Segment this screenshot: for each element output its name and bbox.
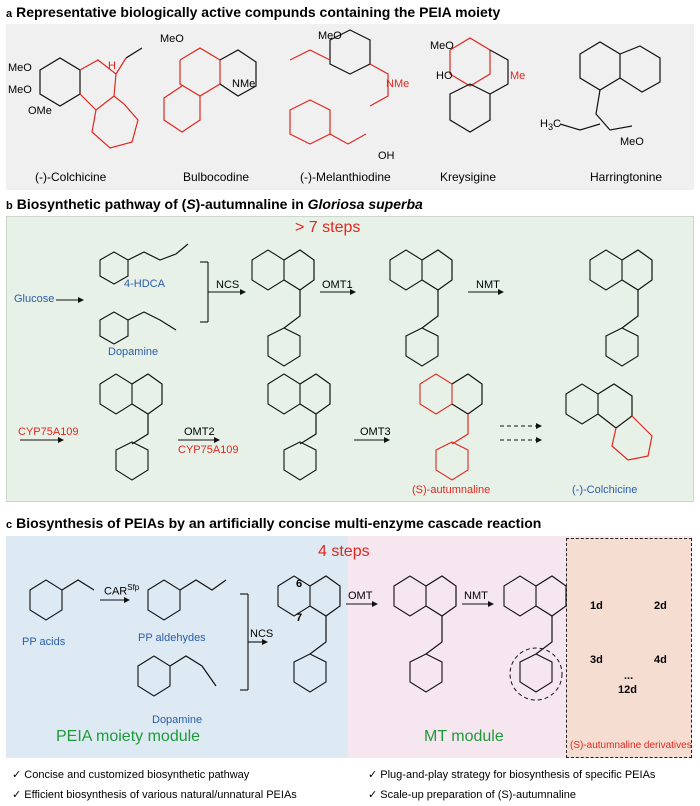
derivatives-box (566, 538, 692, 758)
h3c-label: H3C (540, 118, 561, 133)
derivative-3d: 3d (590, 654, 603, 666)
meo-label: MeO (8, 62, 32, 74)
bullet-item: ✓ Plug-and-play strategy for biosynthesi… (368, 769, 656, 781)
panel-c-nmt-product (503, 575, 567, 701)
bullet-item: ✓ Efficient biosynthesis of various natu… (12, 789, 297, 801)
position-7: 7 (296, 612, 303, 624)
derivative-12d: 12d (618, 684, 637, 696)
car-label: CARSfp (104, 583, 140, 598)
steps-count-c: 4 steps (318, 543, 370, 560)
derivatives-label: (S)-autumnaline derivatives (570, 740, 692, 751)
kreysigine-structure (449, 37, 509, 133)
nme-label: NMe (386, 78, 410, 90)
norbelladine-structure (251, 249, 315, 367)
nmt-product-structure (589, 249, 653, 367)
omt1-label: OMT1 (322, 279, 353, 291)
panel-c-omt-product (393, 575, 457, 693)
ho-label: HO (436, 70, 453, 82)
hdca-label: 4-HDCA (124, 278, 165, 290)
omt3-label: OMT3 (360, 426, 391, 438)
meo-label: MeO (8, 84, 32, 96)
meo-label: MeO (430, 40, 454, 52)
ncs-label-b: NCS (216, 279, 240, 291)
oh-label: OH (378, 150, 395, 162)
cyp-label-2: CYP75A109 (178, 444, 239, 456)
autumnaline-label: (S)-autumnaline (412, 484, 491, 496)
dopamine-label-c: Dopamine (152, 714, 203, 726)
autumnaline-structure (419, 373, 483, 481)
cyp-substrate-structure (99, 373, 163, 481)
colchicine-structure-a (39, 47, 143, 149)
position-6: 6 (296, 578, 303, 590)
meo-label: MeO (620, 136, 644, 148)
omt-label-c: OMT (348, 590, 373, 602)
bullet-item: ✓ Concise and customized biosynthetic pa… (12, 769, 250, 781)
omt2-label: OMT2 (184, 426, 215, 438)
compound-name: (-)-Melanthiodine (300, 170, 391, 184)
derivative-2d: 2d (654, 600, 667, 612)
nmt-label-b: NMT (476, 279, 500, 291)
mt-module-label: MT module (424, 728, 504, 745)
colchicine-structure-b (565, 383, 653, 461)
panel-b-box (6, 216, 694, 502)
omt2-product-structure (267, 373, 331, 481)
pp-acids-label: PP acids (22, 636, 66, 648)
pp-aldehydes-label: PP aldehydes (138, 632, 206, 644)
compound-name: Harringtonine (590, 170, 663, 184)
panel-c-ncs-product (277, 575, 341, 693)
colchicine-label-b: (-)-Colchicine (572, 484, 638, 496)
nme-label: Me (510, 70, 526, 82)
ncs-label-c: NCS (250, 628, 274, 640)
derivative-4d: 4d (654, 654, 667, 666)
panel-a-box (6, 24, 694, 190)
compound-name: (-)-Colchicine (35, 170, 107, 184)
cyp-label-1: CYP75A109 (18, 426, 79, 438)
derivative-1d: 1d (590, 600, 603, 612)
meo-label: MeO (318, 30, 342, 42)
bulbocodine-structure (163, 47, 257, 133)
peia-module-label: PEIA moiety module (56, 728, 201, 745)
omt1-product-structure (389, 249, 453, 367)
panel-c-precursor-structures (29, 579, 227, 697)
dopamine-label-b: Dopamine (108, 346, 159, 358)
nmt-label-c: NMT (464, 590, 488, 602)
ome-label: OMe (28, 105, 52, 117)
meo-label: MeO (160, 33, 184, 45)
compound-name: Bulbocodine (183, 170, 250, 184)
peia-module-box (6, 536, 348, 758)
steps-count: > 7 steps (295, 219, 361, 236)
melanthiodine-structure (289, 29, 389, 145)
bullet-item: ✓ Scale-up preparation of (S)-autumnalin… (368, 789, 576, 801)
harringtonine-structure (559, 41, 661, 131)
derivative-ellipsis: ... (624, 670, 634, 682)
glucose-label: Glucose (14, 293, 55, 305)
hdca-dopamine-structures (99, 243, 189, 345)
nme-label: NMe (232, 78, 256, 90)
nh-label: H (108, 60, 116, 72)
compound-name: Kreysigine (440, 170, 497, 184)
